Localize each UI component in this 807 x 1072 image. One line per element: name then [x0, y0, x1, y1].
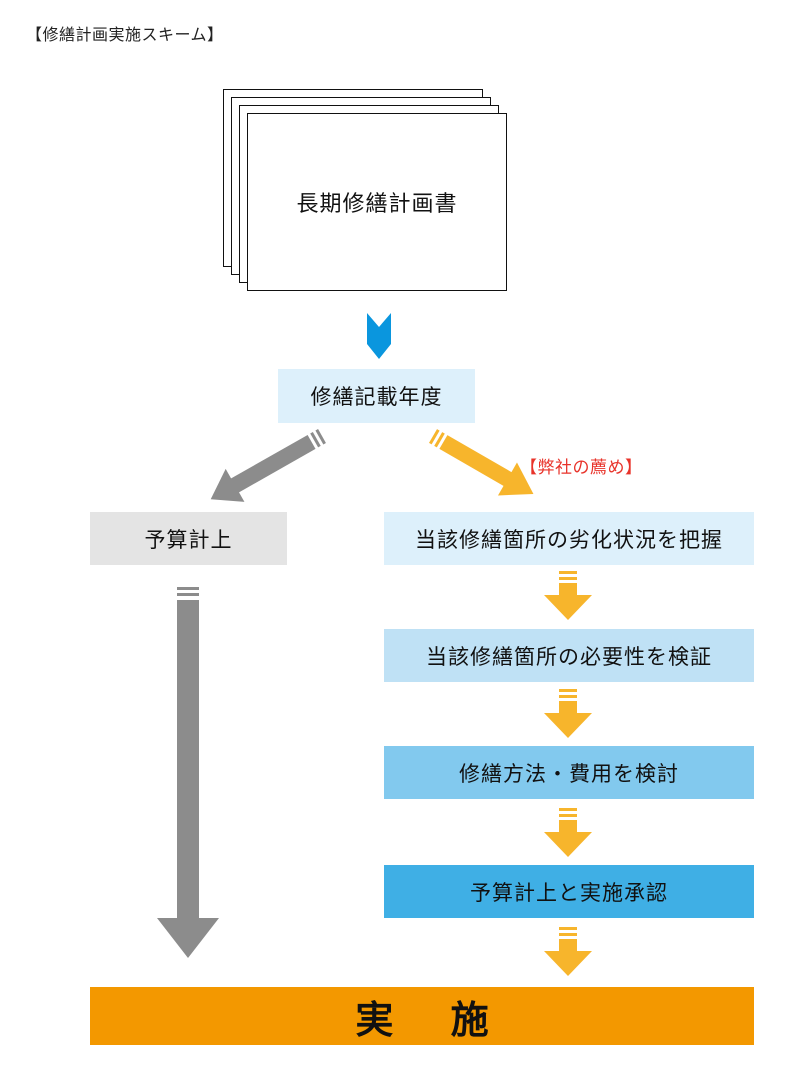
step-box-2: 当該修繕箇所の必要性を検証	[384, 629, 754, 682]
page-heading: 【修繕計画実施スキーム】	[26, 25, 224, 44]
orange-down-arrow-4	[544, 927, 592, 976]
gray-diagonal-arrow	[210, 429, 326, 502]
budget-box: 予算計上	[90, 512, 287, 565]
document-title: 長期修繕計画書	[296, 192, 458, 217]
step-box-4: 予算計上と実施承認	[384, 865, 754, 918]
document-page-front	[247, 113, 507, 291]
step-box-1: 当該修繕箇所の劣化状況を把握	[384, 512, 754, 565]
year-box: 修繕記載年度	[278, 369, 475, 423]
orange-down-arrow-1	[544, 571, 592, 620]
chevron-down-icon	[367, 313, 391, 359]
orange-diagonal-arrow	[429, 429, 534, 496]
final-implementation-bar: 実 施	[90, 987, 754, 1045]
gray-vertical-arrow	[157, 587, 219, 958]
orange-down-arrow-2	[544, 689, 592, 738]
recommendation-label: 【弊社の薦め】	[520, 458, 643, 478]
orange-down-arrow-3	[544, 808, 592, 857]
step-box-3: 修繕方法・費用を検討	[384, 746, 754, 799]
